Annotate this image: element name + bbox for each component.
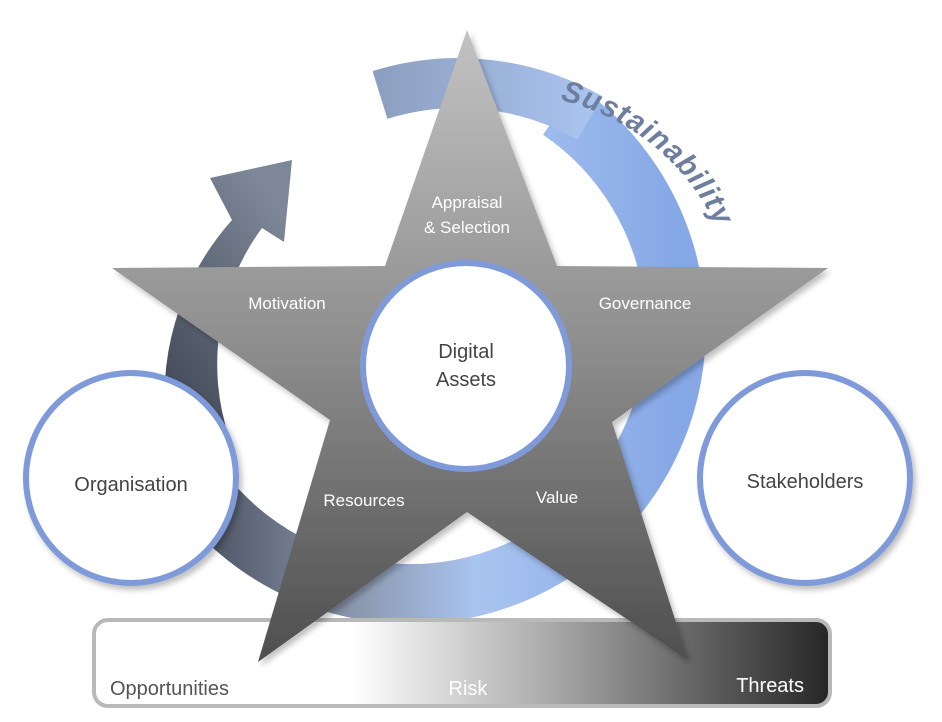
star-left-label: Motivation — [248, 294, 325, 313]
risk-threats-label: Threats — [736, 675, 804, 697]
star-bottom-left-label: Resources — [323, 491, 404, 510]
star-top-label-line1: Appraisal — [432, 193, 503, 212]
star-right-label: Governance — [599, 294, 692, 313]
organisation-label: Organisation — [74, 474, 187, 496]
cycle-arrow — [164, 160, 292, 440]
star-bottom-right-label: Value — [536, 488, 578, 507]
star-top-label-line2: & Selection — [424, 218, 510, 237]
center-label-line2: Assets — [436, 369, 496, 391]
risk-opportunities-label: Opportunities — [110, 678, 229, 700]
risk-center-label: Risk — [449, 678, 489, 700]
stakeholders-circle: Stakeholders — [697, 370, 913, 586]
stakeholders-label: Stakeholders — [747, 471, 864, 493]
risk-bar: Opportunities Risk Threats — [92, 618, 832, 708]
center-label-line1: Digital — [438, 341, 494, 363]
organisation-circle: Organisation — [23, 370, 239, 586]
digital-assets-circle: Digital Assets — [360, 260, 572, 472]
